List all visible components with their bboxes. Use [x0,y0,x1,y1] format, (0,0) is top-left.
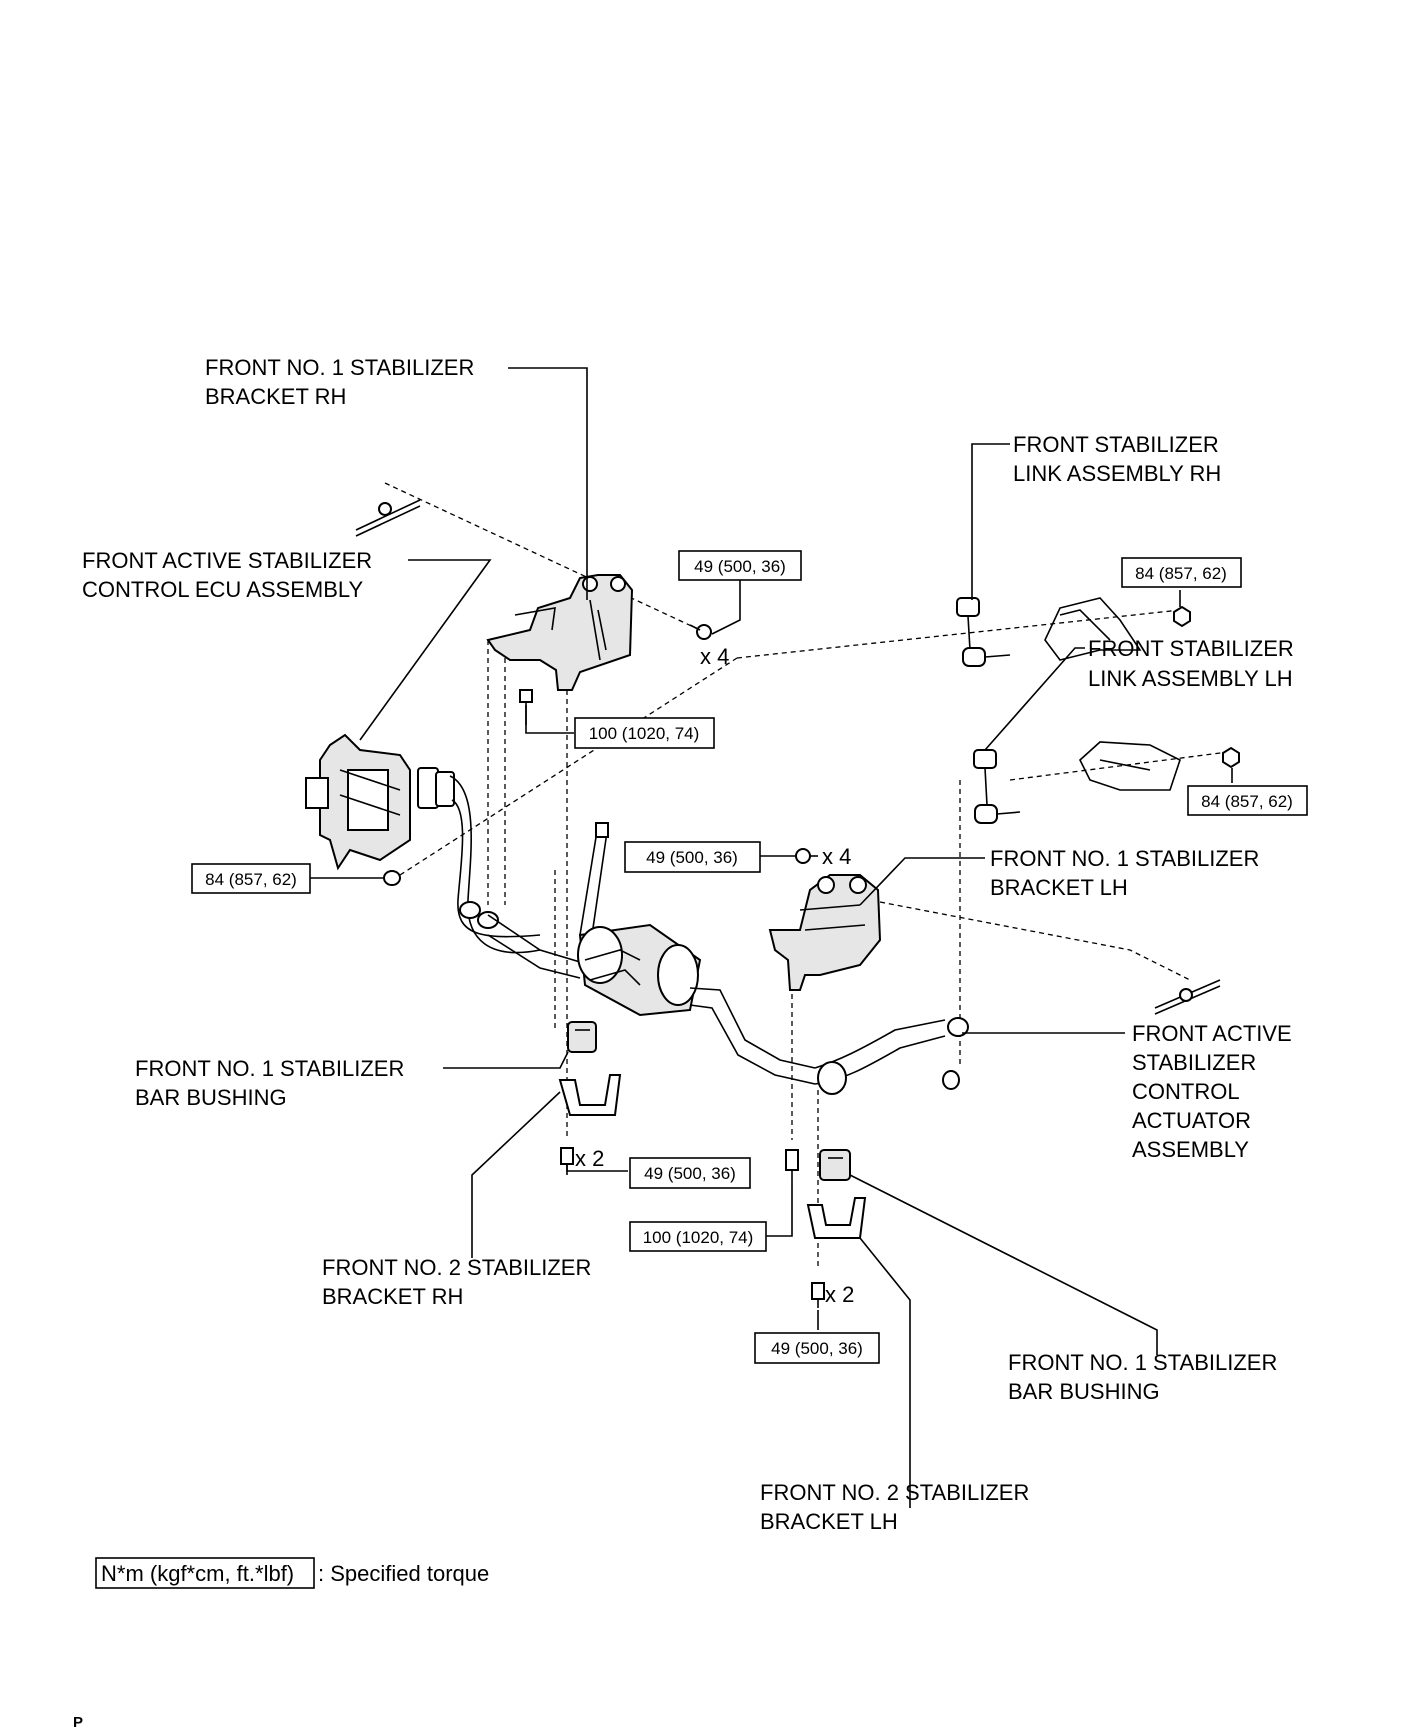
torque-box-9: 49 (500, 36) [754,1332,880,1364]
front-stabilizer-link-rh [956,597,1011,667]
knuckle-lh [1079,741,1181,791]
legend-text: : Specified torque [318,1561,489,1586]
torque-legend: N*m (kgf*cm, ft.*lbf) : Specified torque [95,1557,489,1589]
label-link-rh-line2: LINK ASSEMBLY RH [1013,461,1221,486]
page-marker: P [73,1714,83,1731]
leader-lines [309,367,1233,1508]
label-bracket1-rh-line2: BRACKET RH [205,384,346,409]
front-active-stabilizer-control-actuator-assembly [487,822,969,1095]
label-bracket1-lh-line1: FRONT NO. 1 STABILIZER [990,846,1259,871]
legend-unit: N*m (kgf*cm, ft.*lbf) [101,1561,294,1586]
label-ecu-line2: CONTROL ECU ASSEMBLY [82,577,364,602]
svg-text:49 (500, 36): 49 (500, 36) [771,1339,863,1358]
qty-lh-bracket-bolts: x 4 [822,844,851,869]
part-labels: FRONT NO. 1 STABILIZER BRACKET RH FRONT … [82,355,1294,1534]
label-link-rh-line1: FRONT STABILIZER [1013,432,1219,457]
label-actuator-line1: FRONT ACTIVE [1132,1021,1292,1046]
label-ecu-line1: FRONT ACTIVE STABILIZER [82,548,372,573]
nut-icon-link-rh [1173,605,1191,628]
label-bracket1-rh-line1: FRONT NO. 1 STABILIZER [205,355,474,380]
label-bracket2-lh-line2: BRACKET LH [760,1509,898,1534]
wire-clip-lh [1154,979,1221,1015]
front-no1-stabilizer-bar-bushing-lh [819,1149,851,1181]
torque-box-8: 100 (1020, 74) [629,1221,767,1252]
torque-box-6: 49 (500, 36) [624,841,761,873]
label-actuator-line3: CONTROL [1132,1079,1240,1104]
wire-clip-rh [355,499,421,537]
torque-box-5: 84 (857, 62) [191,863,311,894]
nut-icon-ecu [383,870,401,886]
bolt-icon-rh-bracket [689,624,712,640]
front-active-stabilizer-control-ecu-assembly [305,733,455,871]
label-bushing-rh-line1: FRONT NO. 1 STABILIZER [135,1056,404,1081]
bolt-icon-bracket-lh-lower [785,1149,799,1185]
label-actuator-line4: ACTUATOR [1132,1108,1251,1133]
qty-bracket2-rh-bolts: x 2 [575,1146,604,1171]
front-no1-stabilizer-bracket-rh [486,574,634,691]
front-stabilizer-link-lh [973,749,1021,824]
label-bushing-lh-line1: FRONT NO. 1 STABILIZER [1008,1350,1277,1375]
label-bracket2-lh-line1: FRONT NO. 2 STABILIZER [760,1480,1029,1505]
nut-icon-link-lh [1222,746,1240,769]
torque-specs: 49 (500, 36) 84 (857, 62) 100 (1020, 74)… [191,550,1308,1364]
svg-text:100 (1020, 74): 100 (1020, 74) [643,1228,754,1247]
label-bushing-rh-line2: BAR BUSHING [135,1085,287,1110]
torque-box-4: 84 (857, 62) [1187,785,1308,816]
svg-text:49 (500, 36): 49 (500, 36) [644,1164,736,1183]
label-actuator-line2: STABILIZER [1132,1050,1256,1075]
svg-text:84 (857, 62): 84 (857, 62) [1201,792,1293,811]
front-no2-stabilizer-bracket-lh [806,1197,867,1239]
torque-box-3: 100 (1020, 74) [574,717,715,749]
front-no1-stabilizer-bar-bushing-rh [567,1021,597,1053]
svg-text:49 (500, 36): 49 (500, 36) [694,557,786,576]
label-bracket1-lh-line2: BRACKET LH [990,875,1128,900]
front-no1-stabilizer-bracket-lh [768,874,882,991]
front-no2-stabilizer-bracket-rh [558,1074,622,1116]
ecu-harness [449,775,541,954]
label-link-lh-line1: FRONT STABILIZER [1088,636,1294,661]
qty-bracket2-lh-bolts: x 2 [825,1282,854,1307]
torque-box-7: 49 (500, 36) [629,1157,751,1189]
label-bracket2-rh-line1: FRONT NO. 2 STABILIZER [322,1255,591,1280]
nut-icon-actuator [942,1070,960,1090]
quantity-labels: x 4 x 4 x 2 x 2 [575,644,854,1307]
bolt-icon-bracket2-lh [811,1282,825,1308]
svg-text:49 (500, 36): 49 (500, 36) [646,848,738,867]
label-bracket2-rh-line2: BRACKET RH [322,1284,463,1309]
svg-text:84 (857, 62): 84 (857, 62) [205,870,297,889]
torque-box-1: 49 (500, 36) [678,550,802,581]
bolt-icon-lh-bracket [795,848,818,864]
svg-text:84 (857, 62): 84 (857, 62) [1135,564,1227,583]
label-actuator-line5: ASSEMBLY [1132,1137,1249,1162]
svg-text:100 (1020, 74): 100 (1020, 74) [589,724,700,743]
qty-rh-bracket-bolts: x 4 [700,644,729,669]
assembly-dashed-lines [384,482,1229,1270]
torque-box-2: 84 (857, 62) [1121,557,1242,588]
label-link-lh-line2: LINK ASSEMBLY LH [1088,666,1293,691]
label-bushing-lh-line2: BAR BUSHING [1008,1379,1160,1404]
